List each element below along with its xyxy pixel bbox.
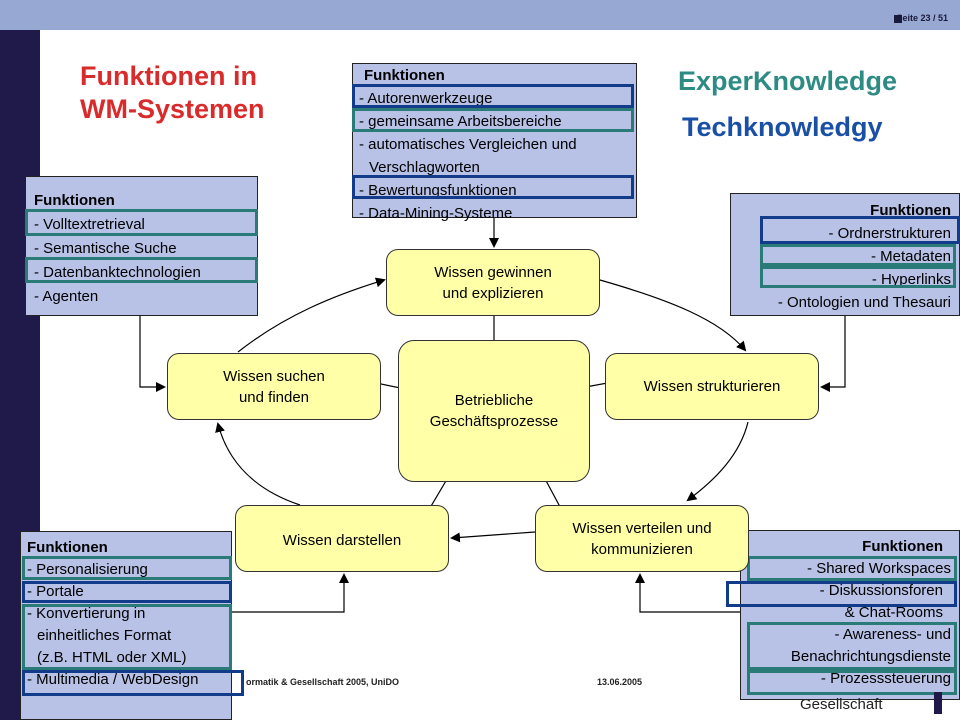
- node-wissen-strukturieren: Wissen strukturieren: [605, 353, 819, 420]
- node-label: Wissen gewinnen und explizieren: [434, 263, 552, 302]
- link-leftbox-suchen: [139, 316, 166, 392]
- function-item: - Prozesssteuerung: [820, 670, 951, 687]
- node-wissen-darstellen: Wissen darstellen: [235, 505, 449, 572]
- function-box-left: Funktionen - Volltextretrieval - Semanti…: [25, 176, 258, 316]
- cycle-arc-suchen-gewinnen: [237, 277, 386, 353]
- function-item: & Chat-Rooms: [844, 604, 943, 621]
- slide-title: Funktionen in WM-Systemen: [80, 60, 265, 126]
- brand-techknowledgy: Techknowledgy: [682, 112, 883, 142]
- function-item: (z.B. HTML oder XML): [37, 649, 187, 666]
- function-item: Benachrichtungsdienste: [790, 648, 951, 665]
- page-number: Seite 23 / 51: [896, 13, 948, 23]
- node-label: Wissen darstellen: [282, 532, 402, 549]
- function-box-header: Funktionen: [34, 192, 115, 209]
- node-betriebliche-geschaeftsprozesse: Betriebliche Geschäftsprozesse: [398, 340, 590, 482]
- function-item: - Multimedia / WebDesign: [27, 671, 199, 688]
- function-item: - Agenten: [34, 288, 99, 305]
- highlight-datenbanktechnologien: [25, 257, 258, 283]
- function-item: - Portale: [27, 583, 84, 600]
- function-item: - gemeinsame Arbeitsbereiche: [359, 113, 562, 130]
- highlight-konvertierung: [22, 604, 232, 670]
- brand-experknowledge: ExperKnowledge: [678, 66, 898, 96]
- function-item: Verschlagworten: [369, 159, 480, 176]
- highlight-shared-workspaces: [747, 556, 957, 581]
- cycle-arc-verteilen-darstellen: [450, 531, 536, 543]
- highlight-autorenwerkzeuge: [352, 84, 634, 108]
- function-item: - Ontologien und Thesauri: [777, 294, 951, 311]
- function-item: einheitliches Format: [37, 627, 172, 644]
- function-item: - Data-Mining-Systeme: [359, 205, 513, 222]
- footer-course: ormatik & Gesellschaft 2005, UniDO: [246, 677, 400, 687]
- function-item: - automatisches Vergleichen und: [359, 136, 577, 153]
- footer-gesellschaft: Gesellschaft: [800, 696, 883, 713]
- highlight-volltextretrieval: [25, 209, 258, 236]
- highlight-arbeitsbereiche: [352, 108, 634, 132]
- highlight-awareness: [747, 622, 957, 670]
- slide-title-line-1: Funktionen in: [80, 61, 257, 91]
- highlight-personalisierung: [22, 556, 232, 580]
- node-label: Wissen strukturieren: [643, 378, 781, 395]
- highlight-bewertungsfunktionen: [352, 175, 634, 199]
- page-marker-icon: [894, 15, 902, 23]
- function-item: - Autorenwerkzeuge: [359, 90, 493, 107]
- link-bottomrightbox-verteilen: [635, 573, 740, 613]
- footer-bar: [934, 692, 942, 714]
- highlight-hyperlinks: [760, 266, 956, 288]
- function-box-header: Funktionen: [862, 538, 943, 555]
- highlight-multimedia: [22, 670, 244, 696]
- function-item: - Personalisierung: [27, 561, 148, 578]
- function-item: - Datenbanktechnologien: [34, 264, 201, 281]
- function-item: - Ordnerstrukturen: [828, 225, 951, 242]
- function-box-header: Funktionen: [870, 202, 951, 219]
- cycle-arc-gewinnen-strukturieren: [599, 279, 747, 352]
- node-label: Wissen suchen und finden: [223, 367, 325, 406]
- function-box-right: Funktionen - Ordnerstrukturen - Metadate…: [730, 193, 960, 316]
- function-box-bottom-left: Funktionen - Personalisierung - Portale …: [20, 531, 232, 720]
- function-item: - Metadaten: [870, 248, 951, 265]
- highlight-portale: [22, 581, 232, 603]
- link-bottomleftbox-darstellen: [232, 573, 349, 613]
- function-box-header: Funktionen: [364, 67, 445, 84]
- highlight-diskussionsforen: [726, 581, 957, 607]
- node-label: Betriebliche Geschäftsprozesse: [429, 392, 559, 430]
- highlight-prozesssteuerung: [747, 670, 957, 695]
- function-box-top: Funktionen - Autorenwerkzeuge - gemeinsa…: [352, 63, 637, 222]
- function-item: - Volltextretrieval: [34, 216, 145, 233]
- slide-title-line-2: WM-Systemen: [80, 94, 265, 124]
- function-item: - Shared Workspaces: [807, 560, 951, 577]
- node-wissen-suchen: Wissen suchen und finden: [167, 353, 381, 420]
- function-item: - Konvertierung in: [27, 605, 146, 622]
- node-label: Wissen verteilen und kommunizieren: [572, 519, 712, 558]
- footer-date: 13.06.2005: [597, 677, 643, 687]
- node-wissen-verteilen: Wissen verteilen und kommunizieren: [535, 505, 749, 572]
- highlight-ordnerstrukturen: [760, 216, 960, 244]
- node-wissen-gewinnen: Wissen gewinnen und explizieren: [386, 249, 600, 316]
- function-item: - Diskussionsforen: [819, 582, 943, 599]
- function-item: - Bewertungsfunktionen: [359, 182, 517, 199]
- function-item: - Semantische Suche: [34, 240, 177, 257]
- highlight-metadaten: [760, 244, 956, 266]
- function-item: - Hyperlinks: [871, 271, 951, 288]
- function-box-header: Funktionen: [27, 539, 108, 556]
- link-rightbox-strukturieren: [820, 316, 846, 392]
- cycle-arc-strukturieren-verteilen: [686, 421, 749, 502]
- cycle-arc-darstellen-suchen: [215, 422, 301, 506]
- function-item: - Awareness- und: [834, 626, 951, 643]
- top-bar: [0, 0, 960, 30]
